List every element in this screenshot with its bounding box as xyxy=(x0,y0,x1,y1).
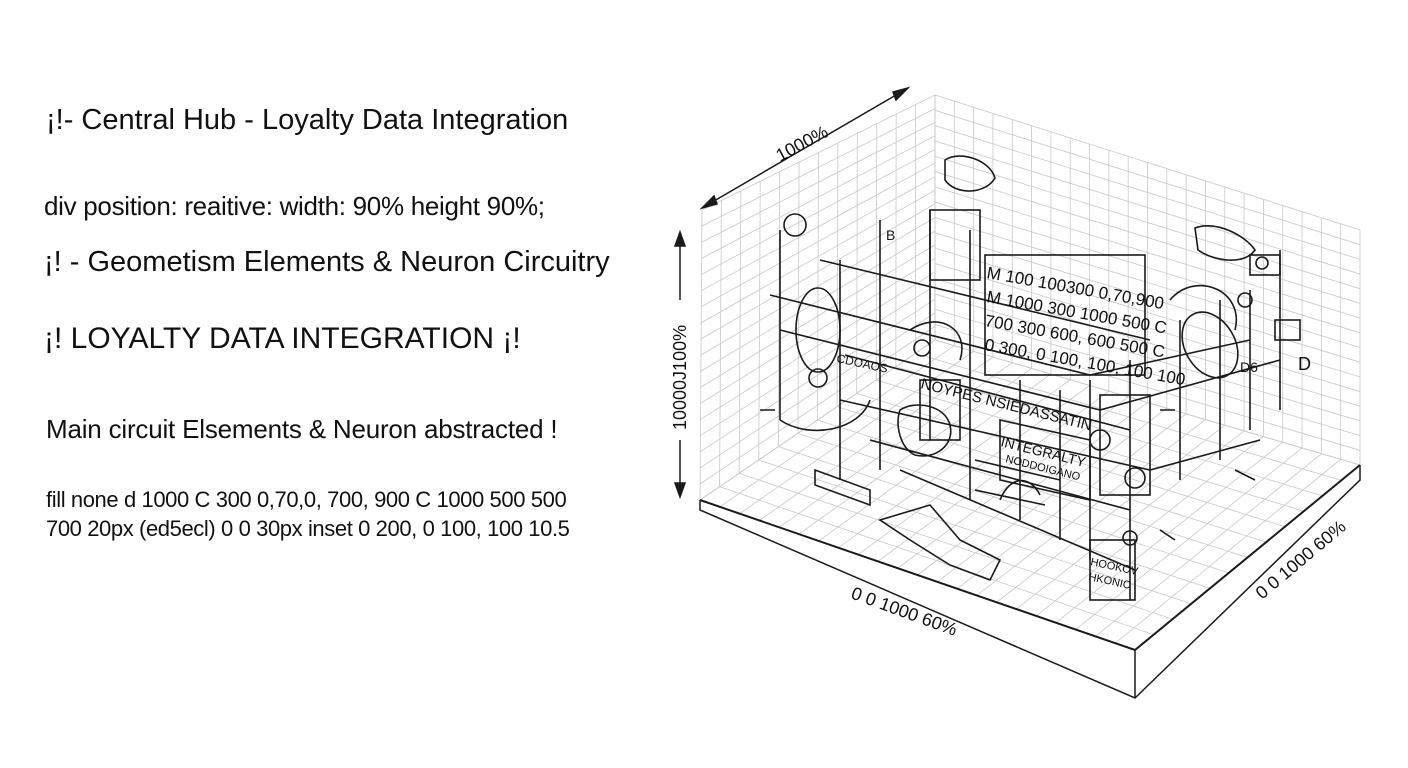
label-nypes: NOYPES NSIEDASSATIN xyxy=(919,375,1094,434)
heading-central-hub: ¡!- Central Hub - Loyalty Data Integrati… xyxy=(46,104,569,136)
diagram-code-block: M 100 100300 0,70,900 M 1000 300 1000 50… xyxy=(983,263,1186,389)
circuit-lines xyxy=(760,155,1301,601)
dimension-top-label: 1000% xyxy=(772,122,831,166)
heading-loyalty-data-integration: ¡! LOYALTY DATA INTEGRATION ¡! xyxy=(44,322,521,355)
label-d: D xyxy=(1298,354,1311,374)
label-b: B xyxy=(886,227,895,243)
caption-main-circuit: Main circuit Elsements & Neuron abstract… xyxy=(46,414,558,444)
dimension-left xyxy=(673,229,687,500)
heading-geometism-elements: ¡! - Geometism Elements & Neuron Circuit… xyxy=(44,246,610,278)
back-wall-grid xyxy=(934,94,1361,466)
dimension-right-label: 0 0 1000 60% xyxy=(1252,516,1350,603)
isometric-circuit-diagram: 1000% 10000J100% 0 0 1000 60% 0 0 1000 6… xyxy=(670,86,1361,699)
code-line-inset: 700 20px (ed5ecl) 0 0 30px inset 0 200, … xyxy=(46,516,570,541)
dimension-left-label: 10000J100% xyxy=(670,325,690,430)
code-line-fill: fill none d 1000 C 300 0,70,0, 700, 900 … xyxy=(46,487,567,512)
label-do: D6 xyxy=(1240,359,1258,375)
code-line-div-position: div position: reaitive: width: 90% heigh… xyxy=(44,191,545,221)
left-wall-grid xyxy=(699,94,936,501)
floor-slab xyxy=(699,464,1361,699)
floor-grid xyxy=(699,339,1361,651)
dimension-bottom-label: 0 0 1000 60% xyxy=(849,583,960,640)
dimension-top xyxy=(699,86,911,210)
